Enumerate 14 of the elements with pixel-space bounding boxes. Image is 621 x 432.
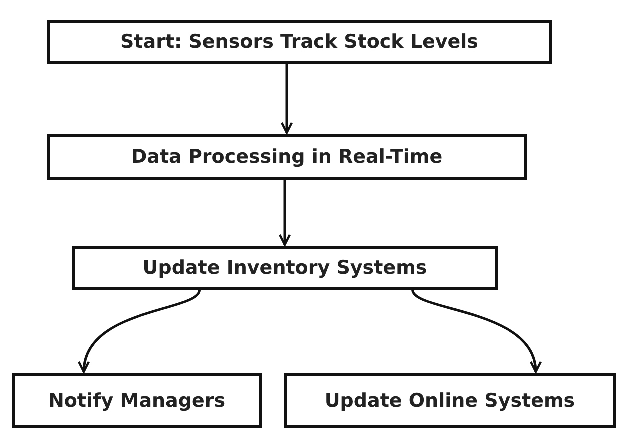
arrow — [278, 180, 292, 246]
arrow — [80, 289, 201, 374]
arrow — [280, 64, 294, 134]
box-label: Notify Managers — [48, 390, 226, 412]
process-box — [47, 134, 527, 180]
box-label: Update Online Systems — [324, 390, 576, 412]
arrow — [412, 289, 540, 374]
box-label: Update Inventory Systems — [142, 257, 428, 279]
process-box — [12, 373, 262, 428]
process-box — [47, 20, 552, 64]
process-box — [72, 246, 498, 290]
process-box — [284, 373, 616, 428]
box-label: Start: Sensors Track Stock Levels — [120, 31, 478, 53]
box-label: Data Processing in Real-Time — [131, 146, 443, 168]
